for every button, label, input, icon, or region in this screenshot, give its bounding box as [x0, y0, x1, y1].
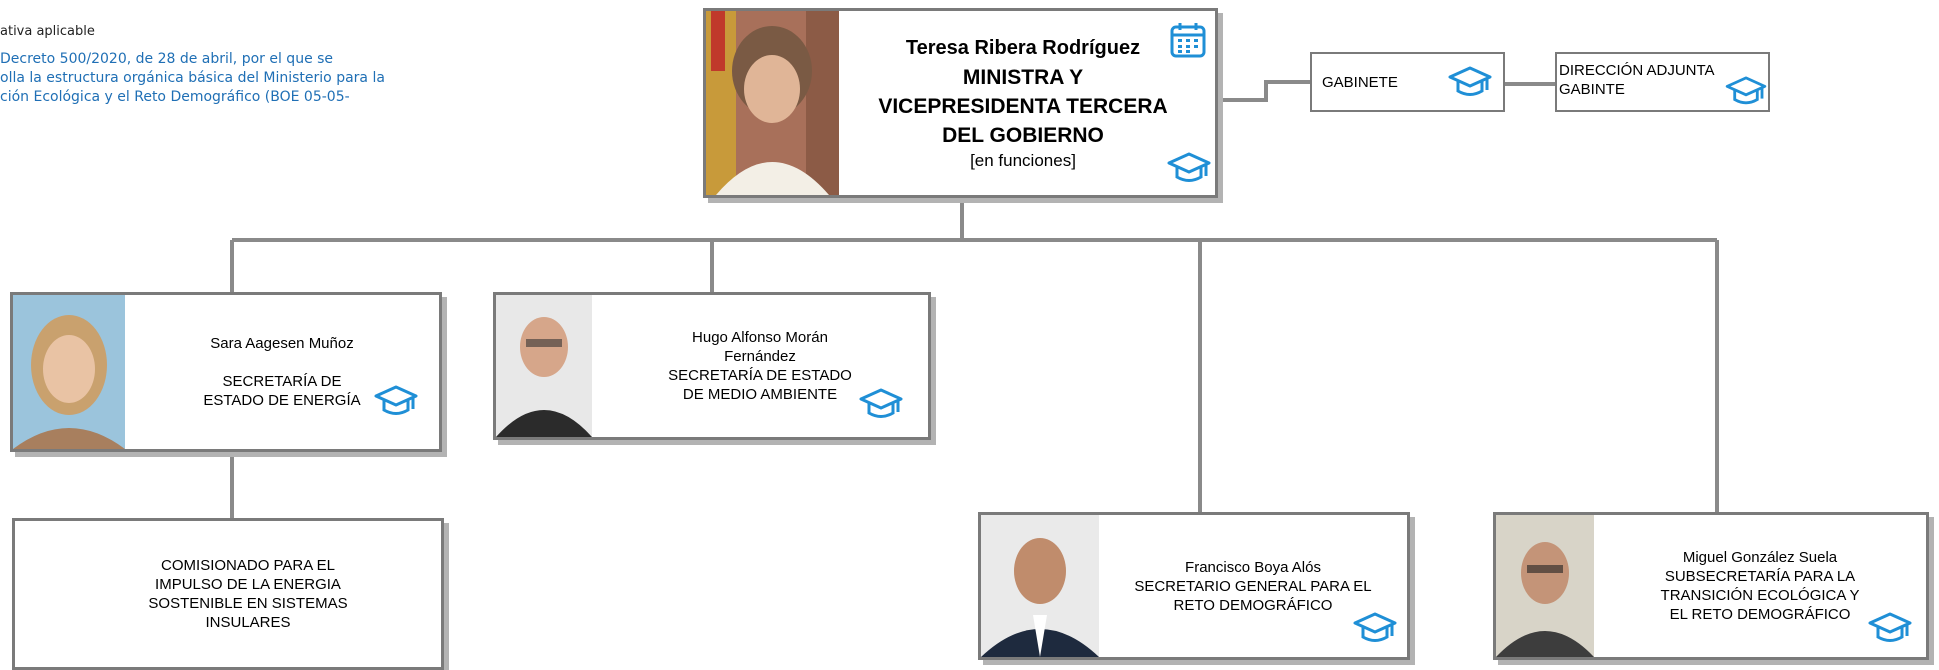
gabinete-label: GABINETE — [1322, 74, 1398, 91]
comisionado-label: COMISIONADO PARA EL — [161, 557, 335, 574]
minister-name[interactable]: Teresa Ribera Rodríguez — [905, 37, 1141, 59]
unit-box-reto-demografico[interactable]: Francisco Boya Alós SECRETARIO GENERAL P… — [978, 512, 1410, 660]
comisionado-box[interactable]: COMISIONADO PARA EL IMPULSO DE LA ENERGI… — [12, 518, 444, 670]
minister-box[interactable]: Teresa Ribera Rodríguez MINISTRA Y VICEP… — [703, 8, 1218, 198]
legal-line: ción Ecológica y el Reto Demográfico (BO… — [0, 89, 350, 105]
unit-box-medio-ambiente[interactable]: Hugo Alfonso Morán Fernández SECRETARÍA … — [493, 292, 931, 440]
minister-title: VICEPRESIDENTA TERCERA — [878, 95, 1168, 118]
direccion-adjunta-box[interactable]: DIRECCIÓN ADJUNTA GABINTE — [1555, 52, 1770, 112]
direccion-adjunta-label: DIRECCIÓN ADJUNTA — [1559, 62, 1715, 79]
graduation-cap-icon[interactable] — [1447, 66, 1493, 100]
person-photo — [981, 515, 1099, 657]
person-photo — [496, 295, 592, 437]
calendar-icon[interactable] — [1168, 20, 1208, 60]
unit-box-energia[interactable]: Sara Aagesen Muñoz SECRETARÍA DE ESTADO … — [10, 292, 442, 452]
unit-title: RETO DEMOGRÁFICO — [1173, 596, 1333, 614]
legal-line: olla la estructura orgánica básica del M… — [0, 70, 385, 86]
graduation-cap-icon[interactable] — [373, 385, 419, 419]
graduation-cap-icon[interactable] — [1724, 76, 1768, 108]
unit-title: SUBSECRETARÍA PARA LA — [1664, 568, 1856, 585]
minister-status: [en funciones] — [970, 151, 1076, 170]
minister-title: DEL GOBIERNO — [942, 124, 1104, 147]
unit-title: SECRETARIO GENERAL PARA EL — [1134, 577, 1372, 595]
gabinete-box[interactable]: GABINETE — [1310, 52, 1505, 112]
unit-title: SECRETARÍA DE — [222, 373, 342, 390]
minister-photo — [706, 11, 839, 195]
person-name[interactable]: Francisco Boya Alós — [1185, 558, 1321, 576]
unit-title: SECRETARÍA DE ESTADO — [668, 367, 852, 384]
person-name[interactable]: Hugo Alfonso Morán — [692, 329, 828, 346]
legal-heading: ativa aplicable — [0, 24, 95, 39]
graduation-cap-icon[interactable] — [1352, 612, 1398, 646]
person-photo — [1496, 515, 1594, 657]
person-name[interactable]: Sara Aagesen Muñoz — [210, 335, 354, 352]
direccion-adjunta-label: GABINTE — [1559, 81, 1625, 98]
comisionado-label: IMPULSO DE LA ENERGIA — [155, 576, 341, 593]
person-name[interactable]: Miguel González Suela — [1682, 549, 1838, 566]
unit-title: EL RETO DEMOGRÁFICO — [1669, 606, 1851, 623]
graduation-cap-icon[interactable] — [858, 388, 904, 422]
legal-line: Decreto 500/2020, de 28 de abril, por el… — [0, 51, 334, 67]
unit-title: DE MEDIO AMBIENTE — [682, 386, 838, 403]
graduation-cap-icon[interactable] — [1166, 152, 1212, 186]
comisionado-label: INSULARES — [205, 614, 291, 631]
unit-title: TRANSICIÓN ECOLÓGICA Y — [1660, 587, 1860, 604]
unit-box-subsecretaria[interactable]: Miguel González Suela SUBSECRETARÍA PARA… — [1493, 512, 1929, 660]
legal-text[interactable]: Decreto 500/2020, de 28 de abril, por el… — [0, 50, 470, 107]
unit-title: ESTADO DE ENERGÍA — [203, 392, 361, 409]
person-photo — [13, 295, 125, 449]
minister-title: MINISTRA Y — [962, 66, 1084, 89]
person-name[interactable]: Fernández — [724, 348, 796, 365]
graduation-cap-icon[interactable] — [1867, 612, 1913, 646]
comisionado-label: SOSTENIBLE EN SISTEMAS — [148, 595, 348, 612]
